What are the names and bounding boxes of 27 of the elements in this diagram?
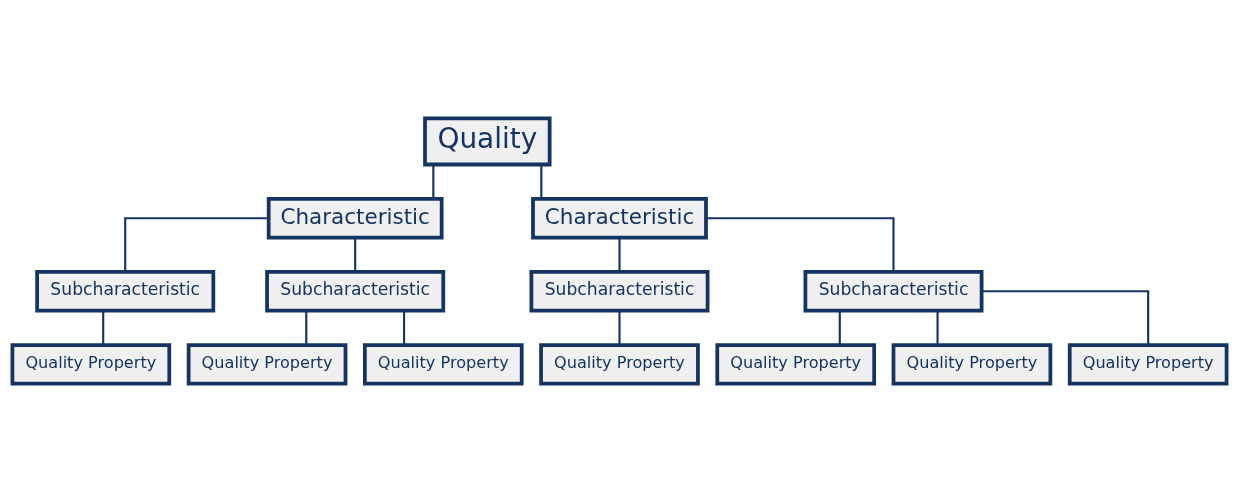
connector bbox=[838, 310, 841, 345]
connector bbox=[618, 310, 621, 345]
node-box: Quality Property bbox=[1067, 343, 1229, 386]
connector bbox=[403, 310, 406, 345]
connector bbox=[981, 290, 1150, 345]
connector bbox=[706, 217, 895, 272]
connector bbox=[540, 164, 543, 199]
connector bbox=[305, 310, 308, 345]
node-box: Quality Property bbox=[891, 343, 1053, 386]
connector bbox=[102, 310, 105, 345]
node-box: Subcharacteristic bbox=[803, 270, 984, 313]
node-box: Characteristic bbox=[531, 197, 708, 240]
node-box: Quality bbox=[423, 116, 552, 167]
connector bbox=[354, 237, 357, 272]
node-box: Quality Property bbox=[362, 343, 524, 386]
connector bbox=[124, 217, 269, 272]
connector bbox=[432, 164, 435, 199]
node-box: Subcharacteristic bbox=[265, 270, 446, 313]
node-box: Quality Property bbox=[539, 343, 700, 386]
node-box: Subcharacteristic bbox=[529, 270, 710, 313]
node-box: Quality Property bbox=[715, 343, 877, 386]
node-box: Characteristic bbox=[266, 197, 444, 240]
connector bbox=[618, 237, 621, 272]
connector bbox=[936, 310, 939, 345]
node-box: Subcharacteristic bbox=[35, 270, 216, 313]
node-box: Quality Property bbox=[10, 343, 172, 386]
node-box: Quality Property bbox=[186, 343, 348, 386]
